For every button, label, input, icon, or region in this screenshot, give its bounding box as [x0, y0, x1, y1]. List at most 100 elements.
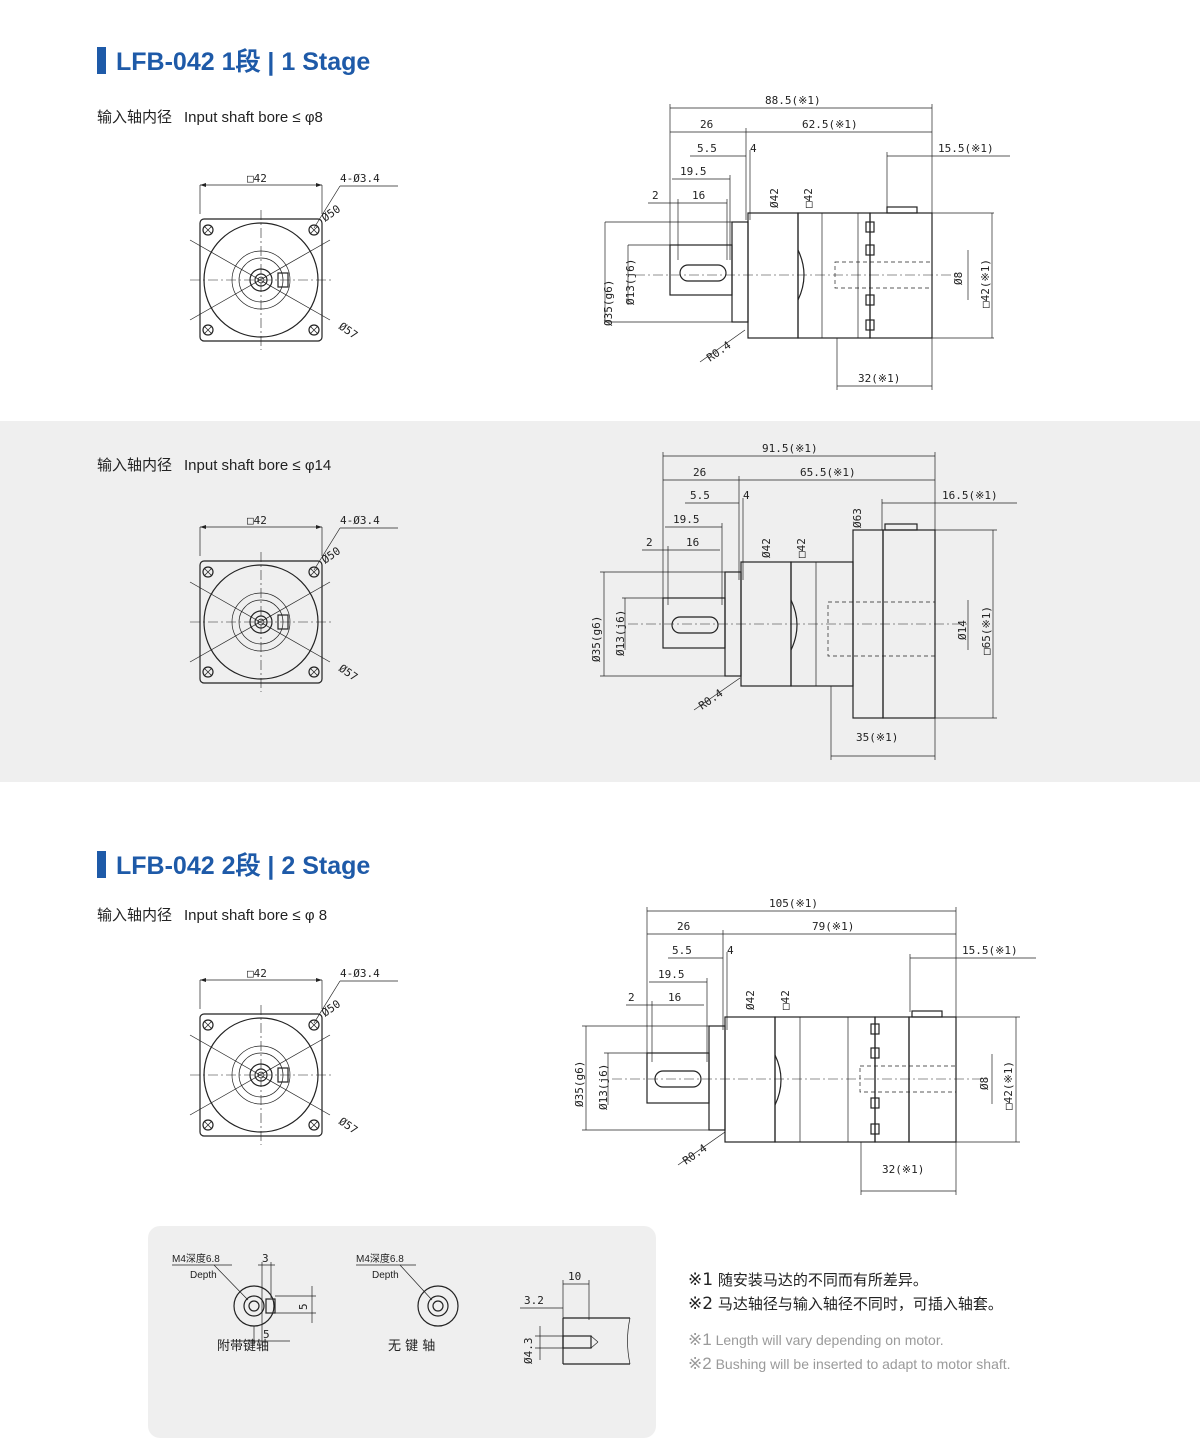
- front-sq-label: □42: [247, 967, 267, 980]
- side2-d35-dim: Ø35(g6): [590, 616, 603, 662]
- note-en-1-text: Length will vary depending on motor.: [715, 1332, 944, 1348]
- side3-len-dim: 32(※1): [882, 1163, 924, 1176]
- side2-l195-dim: 19.5: [673, 513, 700, 526]
- title-accent-bar: [97, 850, 106, 878]
- side1-len-dim: 32(※1): [858, 372, 900, 385]
- side3-l195-dim: 19.5: [658, 968, 685, 981]
- side1-l16-dim: 16: [692, 189, 705, 202]
- note-cn-1-text: 随安装马达的不同而有所差异。: [717, 1271, 928, 1289]
- bore-label-cn: 输入轴内径: [97, 906, 173, 924]
- side3-l55-dim: 5.5: [672, 944, 692, 957]
- section-d32-label: 3.2: [524, 1294, 544, 1307]
- note-symbol-2: ※2: [688, 1354, 712, 1373]
- note-cn-2-text: 马达轴径与输入轴径不同时，可插入轴套。: [717, 1295, 1003, 1313]
- side1-l55-dim: 5.5: [697, 142, 717, 155]
- side1-flange-dim: □42(※1): [979, 259, 992, 308]
- front-sq-label: □42: [247, 514, 267, 527]
- side3-l2-dim: 2: [628, 991, 635, 1004]
- side3-l4-dim: 4: [727, 944, 734, 957]
- nokey-m4-label: M4深度6.8: [356, 1252, 404, 1265]
- front-holes-label: 4-Ø3.4: [340, 514, 380, 527]
- side3-l16-dim: 16: [668, 991, 681, 1004]
- nokey-depth-label: Depth: [372, 1270, 399, 1281]
- section-d10-label: 10: [568, 1270, 581, 1283]
- side2-l4-dim: 4: [743, 489, 750, 502]
- side3-flange-dim: □42(※1): [1002, 1061, 1015, 1110]
- note-symbol-1: ※1: [688, 1330, 712, 1349]
- side2-d63-dim: Ø63: [851, 508, 864, 528]
- side3-sq42-dim: □42: [779, 990, 792, 1010]
- bore-label-3: 输入轴内径 Input shaft bore ≤ φ 8: [97, 904, 327, 925]
- bore-label-cn: 输入轴内径: [97, 108, 173, 126]
- side2-body-dim: 65.5(※1): [800, 466, 856, 479]
- side2-l2-dim: 2: [646, 536, 653, 549]
- side3-l26-dim: 26: [677, 920, 690, 933]
- side3-d42-dim: Ø42: [744, 990, 757, 1010]
- side1-d42-dim: Ø42: [768, 188, 781, 208]
- note-symbol-2: ※2: [688, 1294, 714, 1314]
- side1-end-dim: 15.5(※1): [938, 142, 994, 155]
- front-sq-label: □42: [247, 172, 267, 185]
- side3-end-dim: 15.5(※1): [962, 944, 1018, 957]
- front-holes-label: 4-Ø3.4: [340, 172, 380, 185]
- keyed-k5a-label: 5: [297, 1303, 310, 1310]
- side2-d42-dim: Ø42: [760, 538, 773, 558]
- side3-d35-dim: Ø35(g6): [573, 1061, 586, 1107]
- note-en-1: ※1 Length will vary depending on motor.: [688, 1328, 1011, 1352]
- side2-sq42-dim: □42: [795, 538, 808, 558]
- side2-len-dim: 35(※1): [856, 731, 898, 744]
- side1-d13-dim: Ø13(j6): [624, 259, 637, 305]
- side3-d13-dim: Ø13(j6): [597, 1064, 610, 1110]
- front-holes-label: 4-Ø3.4: [340, 967, 380, 980]
- section-title-2-stage: LFB-042 2段 | 2 Stage: [97, 846, 370, 882]
- side1-total-dim: 88.5(※1): [765, 94, 821, 107]
- side1-d35-dim: Ø35(g6): [602, 280, 615, 326]
- side3-total-dim: 105(※1): [769, 897, 818, 910]
- keyed-shaft-caption: 附带键轴: [217, 1339, 270, 1354]
- side1-l26-dim: 26: [700, 118, 713, 131]
- bore-label-en: Input shaft bore ≤ φ 8: [184, 907, 328, 924]
- side1-body-dim: 62.5(※1): [802, 118, 858, 131]
- title-accent-bar: [97, 46, 106, 74]
- section-title-text: LFB-042 1段 | 1 Stage: [116, 48, 371, 76]
- bore-label-cn: 输入轴内径: [97, 456, 173, 474]
- note-en-2-text: Bushing will be inserted to adapt to mot…: [715, 1356, 1011, 1372]
- shaft-detail-box: [148, 1226, 656, 1438]
- side2-l26-dim: 26: [693, 466, 706, 479]
- side1-l2-dim: 2: [652, 189, 659, 202]
- note-cn-1: ※1 随安装马达的不同而有所差异。: [688, 1268, 1011, 1292]
- notes-block: ※1 随安装马达的不同而有所差异。 ※2 马达轴径与输入轴径不同时，可插入轴套。…: [688, 1268, 1011, 1376]
- note-symbol-1: ※1: [688, 1270, 714, 1290]
- keyed-m4-label: M4深度6.8: [172, 1252, 220, 1265]
- section-title-1-stage: LFB-042 1段 | 1 Stage: [97, 42, 370, 78]
- note-cn-2: ※2 马达轴径与输入轴径不同时，可插入轴套。: [688, 1292, 1011, 1316]
- side1-l195-dim: 19.5: [680, 165, 707, 178]
- side3-bore-dim: Ø8: [978, 1077, 991, 1090]
- side2-d13-dim: Ø13(j6): [614, 610, 627, 656]
- bore-label-1: 输入轴内径 Input shaft bore ≤ φ8: [97, 106, 323, 127]
- side2-end-dim: 16.5(※1): [942, 489, 998, 502]
- side2-l16-dim: 16: [686, 536, 699, 549]
- keyed-depth-label: Depth: [190, 1270, 217, 1281]
- bore-label-en: Input shaft bore ≤ φ14: [184, 457, 332, 474]
- side2-flange-dim: □65(※1): [980, 606, 993, 655]
- side1-sq42-dim: □42: [802, 188, 815, 208]
- side2-total-dim: 91.5(※1): [762, 442, 818, 455]
- section-title-text: LFB-042 2段 | 2 Stage: [116, 852, 371, 880]
- side2-bore-dim: Ø14: [956, 620, 969, 640]
- note-en-2: ※2 Bushing will be inserted to adapt to …: [688, 1352, 1011, 1376]
- bore-label-2: 输入轴内径 Input shaft bore ≤ φ14: [97, 454, 331, 475]
- side1-bore-dim: Ø8: [952, 272, 965, 285]
- side1-l4-dim: 4: [750, 142, 757, 155]
- nokey-shaft-caption: 无 键 轴: [388, 1339, 436, 1354]
- bore-label-en: Input shaft bore ≤ φ8: [184, 109, 323, 126]
- side3-body-dim: 79(※1): [812, 920, 854, 933]
- side2-l55-dim: 5.5: [690, 489, 710, 502]
- keyed-k5b-label: 5: [263, 1328, 270, 1341]
- section-d43-label: Ø4.3: [522, 1338, 535, 1365]
- keyed-k3-label: 3: [262, 1252, 269, 1265]
